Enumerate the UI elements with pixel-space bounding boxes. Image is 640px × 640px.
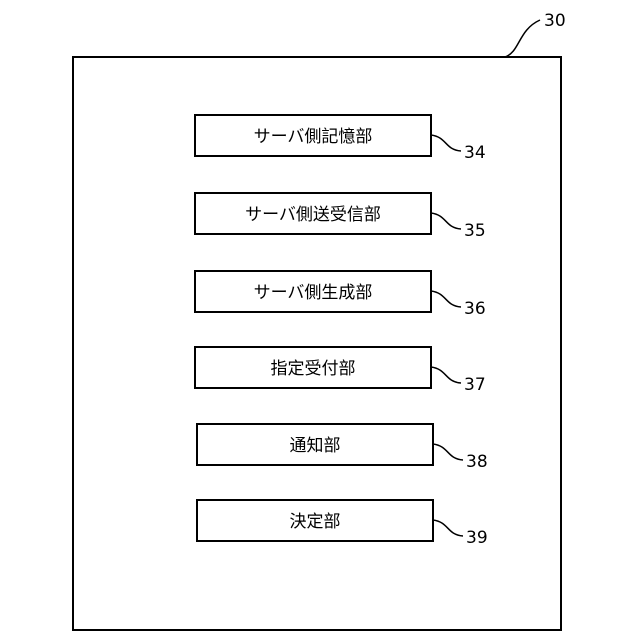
component-ref-label-36: 36 [464,299,486,319]
component-label-server-generator: サーバ側生成部 [254,283,373,303]
component-label-decision: 決定部 [290,512,341,532]
component-label-notification: 通知部 [290,436,341,456]
component-ref-label-37: 37 [464,375,486,395]
component-ref-label-38: 38 [466,452,488,472]
container-ref-leader [505,20,540,57]
component-label-server-transceiver: サーバ側送受信部 [245,205,381,225]
component-ref-label-34: 34 [464,143,486,163]
component-label-designation-receiver: 指定受付部 [271,359,356,379]
component-ref-label-39: 39 [466,528,488,548]
component-ref-label-35: 35 [464,221,486,241]
component-label-server-storage: サーバ側記憶部 [254,127,373,147]
container-ref-label: 30 [544,11,566,31]
